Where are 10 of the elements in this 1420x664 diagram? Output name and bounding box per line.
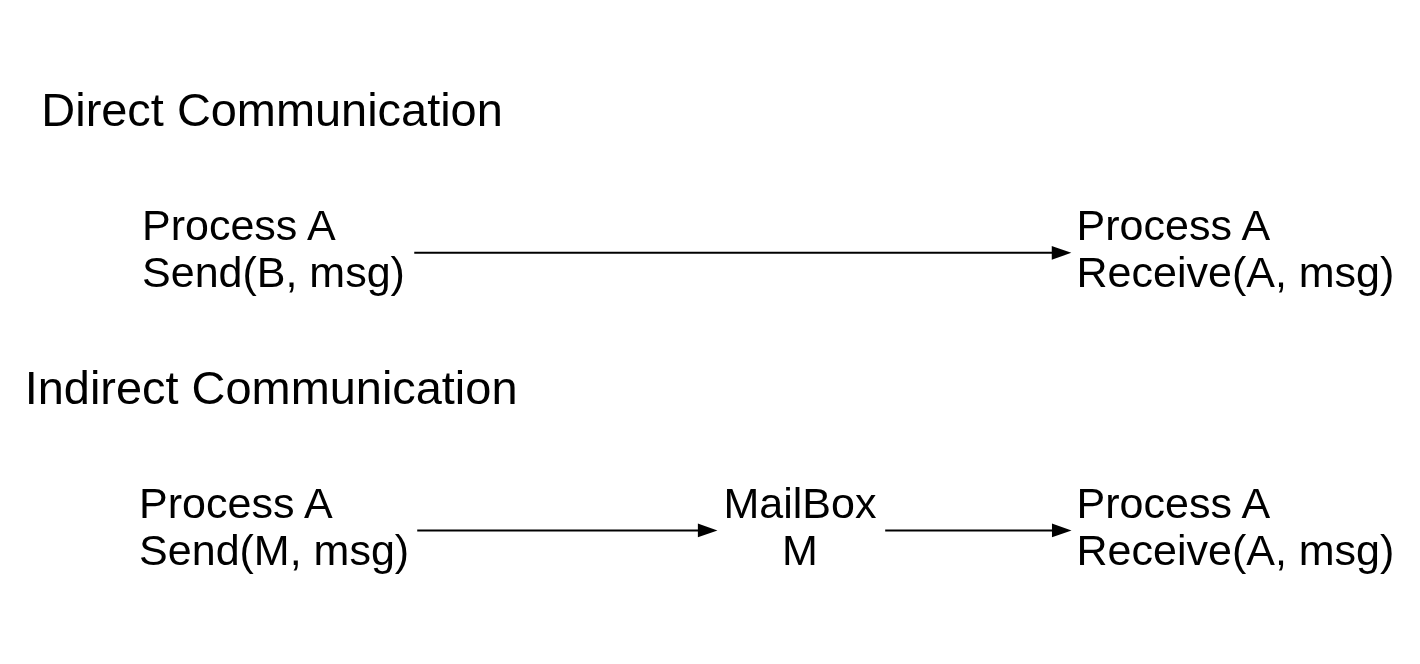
arrow	[416, 523, 718, 538]
node-text: MailBox M	[723, 478, 877, 574]
arrow	[884, 523, 1072, 538]
node-text: Process A Send(B, msg)	[142, 201, 405, 297]
node-text: Process A Send(M, msg)	[139, 478, 410, 574]
label: Indirect Communication	[24, 361, 518, 414]
label: Direct Communication	[41, 84, 503, 137]
node-text: Process A Receive(A, msg)	[1076, 201, 1395, 297]
node-text: Process A Receive(A, msg)	[1076, 478, 1395, 574]
arrow	[413, 245, 1072, 260]
